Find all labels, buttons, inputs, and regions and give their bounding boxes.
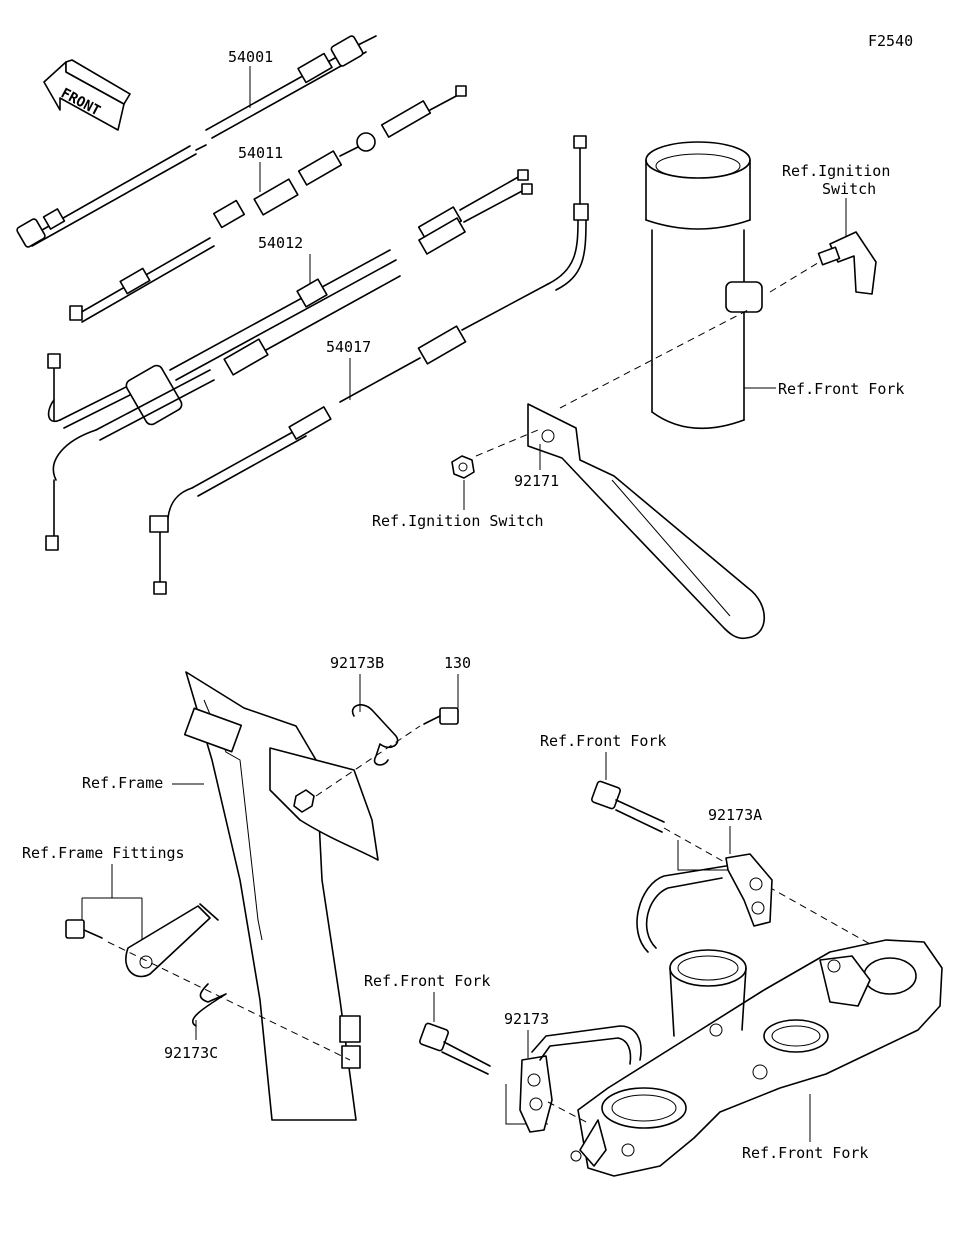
throttle-cable-54012 xyxy=(47,169,529,429)
bolt-lower-left xyxy=(419,1022,491,1075)
throttle-cable-54011 xyxy=(69,85,467,323)
ignition-switch-bracket-top xyxy=(817,231,877,295)
bolt-icon xyxy=(293,789,315,813)
label-ref-front-fork-a: Ref.Front Fork xyxy=(540,732,666,750)
clip-92173B xyxy=(351,704,399,766)
label-ref-frame: Ref.Frame xyxy=(82,774,163,792)
frame-fitting-bolt xyxy=(65,919,103,939)
label-ref-front-fork-b: Ref.Front Fork xyxy=(364,972,490,990)
front-arrow-icon: FRONT xyxy=(43,59,131,131)
label-54011: 54011 xyxy=(238,144,283,162)
label-ref-frame-fittings: Ref.Frame Fittings xyxy=(22,844,185,862)
label-92173A: 92173A xyxy=(708,806,762,824)
bolt-upper-right xyxy=(591,780,665,833)
bolt-130 xyxy=(423,707,459,725)
label-130: 130 xyxy=(444,654,471,672)
label-ref-ignition-switch-top-1: Ref.Ignition xyxy=(782,162,890,180)
label-92173C: 92173C xyxy=(164,1044,218,1062)
label-ref-ignition-switch-top-2: Switch xyxy=(822,180,876,198)
bracket-92171 xyxy=(527,403,766,640)
label-ref-front-fork-c: Ref.Front Fork xyxy=(742,1144,868,1162)
bracket-92173 xyxy=(519,1025,642,1133)
frame xyxy=(183,671,379,1121)
steering-stem-lower-clamp xyxy=(570,939,943,1177)
label-92171: 92171 xyxy=(514,472,559,490)
clip-92173C xyxy=(192,983,227,1027)
frame-fitting-bracket xyxy=(125,903,219,978)
label-54012: 54012 xyxy=(258,234,303,252)
label-92173: 92173 xyxy=(504,1010,549,1028)
front-fork-tube-upper xyxy=(645,141,763,430)
label-54017: 54017 xyxy=(326,338,371,356)
label-ref-front-fork-upper: Ref.Front Fork xyxy=(778,380,904,398)
label-ref-ignition-switch-mid: Ref.Ignition Switch xyxy=(372,512,544,530)
label-54001: 54001 xyxy=(228,48,273,66)
bracket-92173A xyxy=(636,853,773,953)
return-cable xyxy=(45,183,533,551)
label-92173B: 92173B xyxy=(330,654,384,672)
diagram-code: F2540 xyxy=(868,32,913,50)
nut-icon xyxy=(451,455,475,479)
choke-cable-54017 xyxy=(149,135,589,595)
speedometer-cable-54001 xyxy=(16,35,377,248)
